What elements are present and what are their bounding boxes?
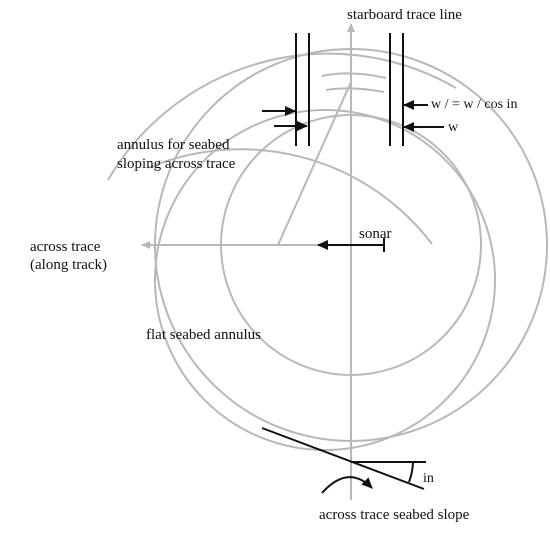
slant-range-line [277, 81, 352, 246]
trace-intersection-arc-2 [325, 87, 385, 93]
w-label: w [448, 120, 459, 135]
w-prime-formula-label: w / = w / cos in [431, 97, 518, 112]
flat-annulus-label: flat seabed annulus [146, 327, 261, 343]
rotation-arrow [321, 476, 373, 494]
starboard-trace-line-label: starboard trace line [347, 7, 462, 23]
across-trace-label-line2: (along track) [30, 257, 108, 273]
trace-intersection-arc-1 [321, 72, 387, 79]
annulus-label-line1: annulus for seabed [117, 137, 230, 153]
annulus-label-line2: sloping across trace [117, 156, 236, 172]
sloped-seabed-line [261, 427, 425, 490]
outer-sloped-circle [154, 109, 496, 451]
in-angle-label: in [423, 471, 434, 486]
slope-caption: across trace seabed slope [319, 507, 470, 523]
across-trace-label-line1: across trace [30, 239, 101, 255]
sloped-annulus-inner-arc [147, 148, 433, 245]
angle-arc [408, 461, 414, 483]
sonar-label: sonar [359, 226, 392, 242]
